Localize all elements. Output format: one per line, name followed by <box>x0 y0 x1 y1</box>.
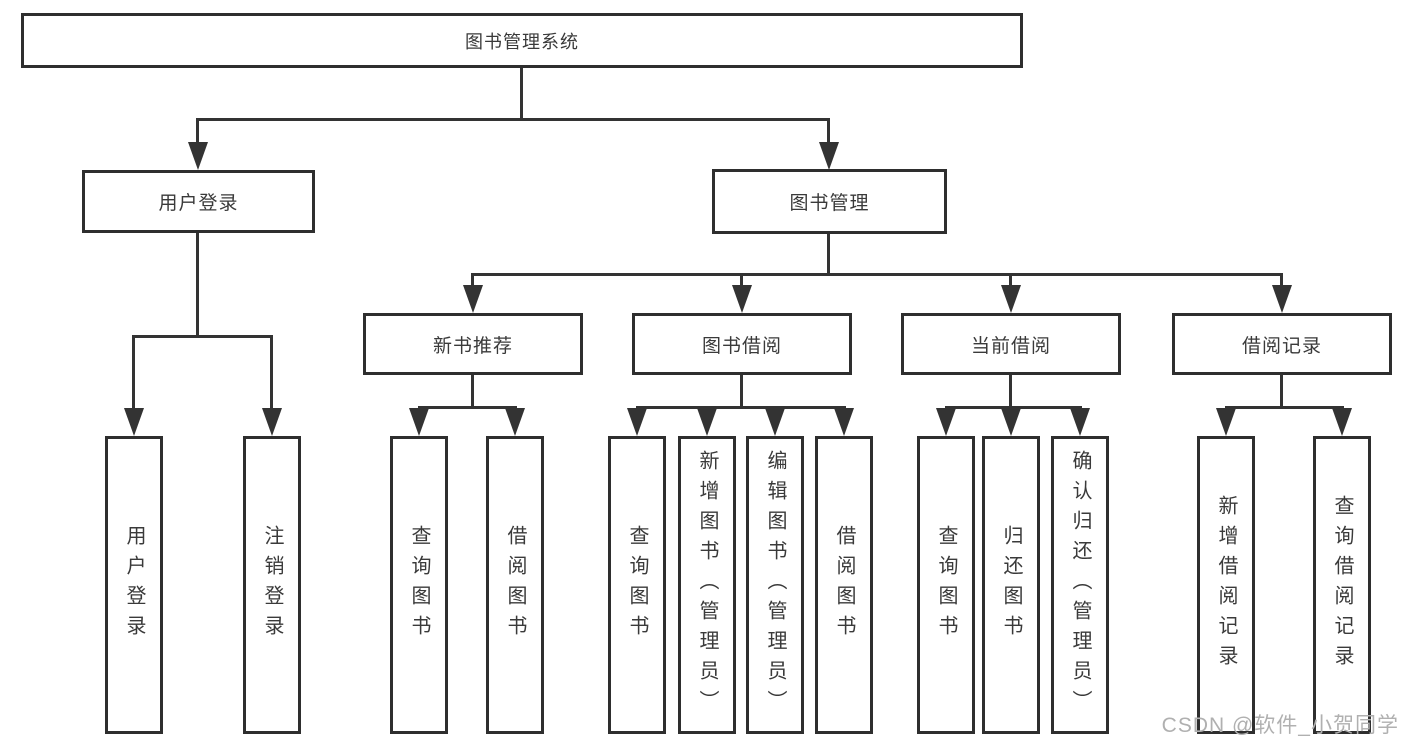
leaf-query-books-borrowing: 查询图书 <box>608 436 666 734</box>
leaf-borrow-books: 借阅图书 <box>815 436 873 734</box>
arrowhead-to-leaf <box>505 408 525 436</box>
connector-current-borrow-drop <box>1009 273 1012 287</box>
arrowhead-to-leaf <box>1001 408 1021 436</box>
leaf-user-login: 用户登录 <box>105 436 163 734</box>
leaf-label: 新增借阅记录 <box>1215 495 1237 675</box>
leaf-label: 查询图书 <box>626 525 648 645</box>
leaf-label: 借阅图书 <box>504 525 526 645</box>
leaf-query-borrow-record: 查询借阅记录 <box>1313 436 1371 734</box>
connector-book-mgmt-drop <box>827 118 830 142</box>
csdn-watermark: CSDN @软件_小贺同学 <box>1161 714 1399 737</box>
connector-level2-rail <box>196 118 830 121</box>
arrowhead-to-records <box>1272 285 1292 313</box>
connector-new-book-feed <box>471 375 474 406</box>
arrowhead-to-leaf <box>697 408 717 436</box>
leaf-confirm-return-admin: 确认归还（管理员） <box>1051 436 1109 734</box>
arrowhead-to-leaf <box>627 408 647 436</box>
connector-mgmt-stem <box>827 234 830 273</box>
arrowhead-to-leaf <box>1216 408 1236 436</box>
leaf-label: 查询图书 <box>935 525 957 645</box>
leaf-label: 编辑图书（管理员） <box>764 450 786 720</box>
leaf-label: 查询图书 <box>408 525 430 645</box>
connector-book-borrow-feed <box>740 375 743 406</box>
connector-level3-rail <box>471 273 1283 276</box>
arrowhead-to-book-mgmt <box>819 142 839 170</box>
leaf-label: 归还图书 <box>1000 525 1022 645</box>
connector-root-stem <box>520 68 523 118</box>
leaf-return-books: 归还图书 <box>982 436 1040 734</box>
leaf-label: 借阅图书 <box>833 525 855 645</box>
leaf-query-books-recommend: 查询图书 <box>390 436 448 734</box>
connector-leaf-user-login-drop <box>132 335 135 410</box>
leaf-edit-books-admin: 编辑图书（管理员） <box>746 436 804 734</box>
arrowhead-to-new-book <box>463 285 483 313</box>
node-root-library-management-system: 图书管理系统 <box>21 13 1023 68</box>
leaf-add-books-admin: 新增图书（管理员） <box>678 436 736 734</box>
arrowhead-to-book-borrow <box>732 285 752 313</box>
leaf-borrow-books-recommend: 借阅图书 <box>486 436 544 734</box>
leaf-query-books-current: 查询图书 <box>917 436 975 734</box>
connector-current-borrow-feed <box>1009 375 1012 406</box>
arrowhead-to-leaf-user-login <box>124 408 144 436</box>
arrowhead-to-leaf <box>1332 408 1352 436</box>
node-book-borrowing: 图书借阅 <box>632 313 852 375</box>
arrowhead-to-leaf <box>765 408 785 436</box>
leaf-add-borrow-record: 新增借阅记录 <box>1197 436 1255 734</box>
connector-records-feed <box>1280 374 1283 406</box>
node-user-login: 用户登录 <box>82 170 315 233</box>
node-book-management: 图书管理 <box>712 169 947 234</box>
leaf-label: 确认归还（管理员） <box>1069 450 1091 720</box>
node-current-borrowing: 当前借阅 <box>901 313 1121 375</box>
leaf-label: 用户登录 <box>123 525 145 645</box>
arrowhead-to-leaf <box>936 408 956 436</box>
connector-book-borrow-rail <box>636 406 846 409</box>
connector-current-borrow-rail <box>945 406 1082 409</box>
connector-book-borrow-drop <box>740 273 743 287</box>
connector-new-book-rail <box>418 406 517 409</box>
connector-records-rail <box>1225 406 1344 409</box>
arrowhead-to-leaf <box>1070 408 1090 436</box>
arrowhead-to-leaf <box>834 408 854 436</box>
arrowhead-to-current-borrow <box>1001 285 1021 313</box>
connector-records-drop <box>1280 273 1283 287</box>
arrowhead-to-user-login <box>188 142 208 170</box>
node-new-book-recommend: 新书推荐 <box>363 313 583 375</box>
leaf-logout: 注销登录 <box>243 436 301 734</box>
connector-leaf-logout-drop <box>270 335 273 410</box>
connector-new-book-drop <box>471 273 474 287</box>
leaf-label: 注销登录 <box>261 525 283 645</box>
leaf-label: 查询借阅记录 <box>1331 495 1353 675</box>
node-borrowing-records: 借阅记录 <box>1172 313 1392 375</box>
arrowhead-to-leaf-logout <box>262 408 282 436</box>
leaf-label: 新增图书（管理员） <box>696 450 718 720</box>
arrowhead-to-leaf <box>409 408 429 436</box>
connector-user-branch-rail <box>132 335 273 338</box>
connector-user-branch-stem <box>196 233 199 335</box>
connector-user-login-drop <box>196 118 199 142</box>
